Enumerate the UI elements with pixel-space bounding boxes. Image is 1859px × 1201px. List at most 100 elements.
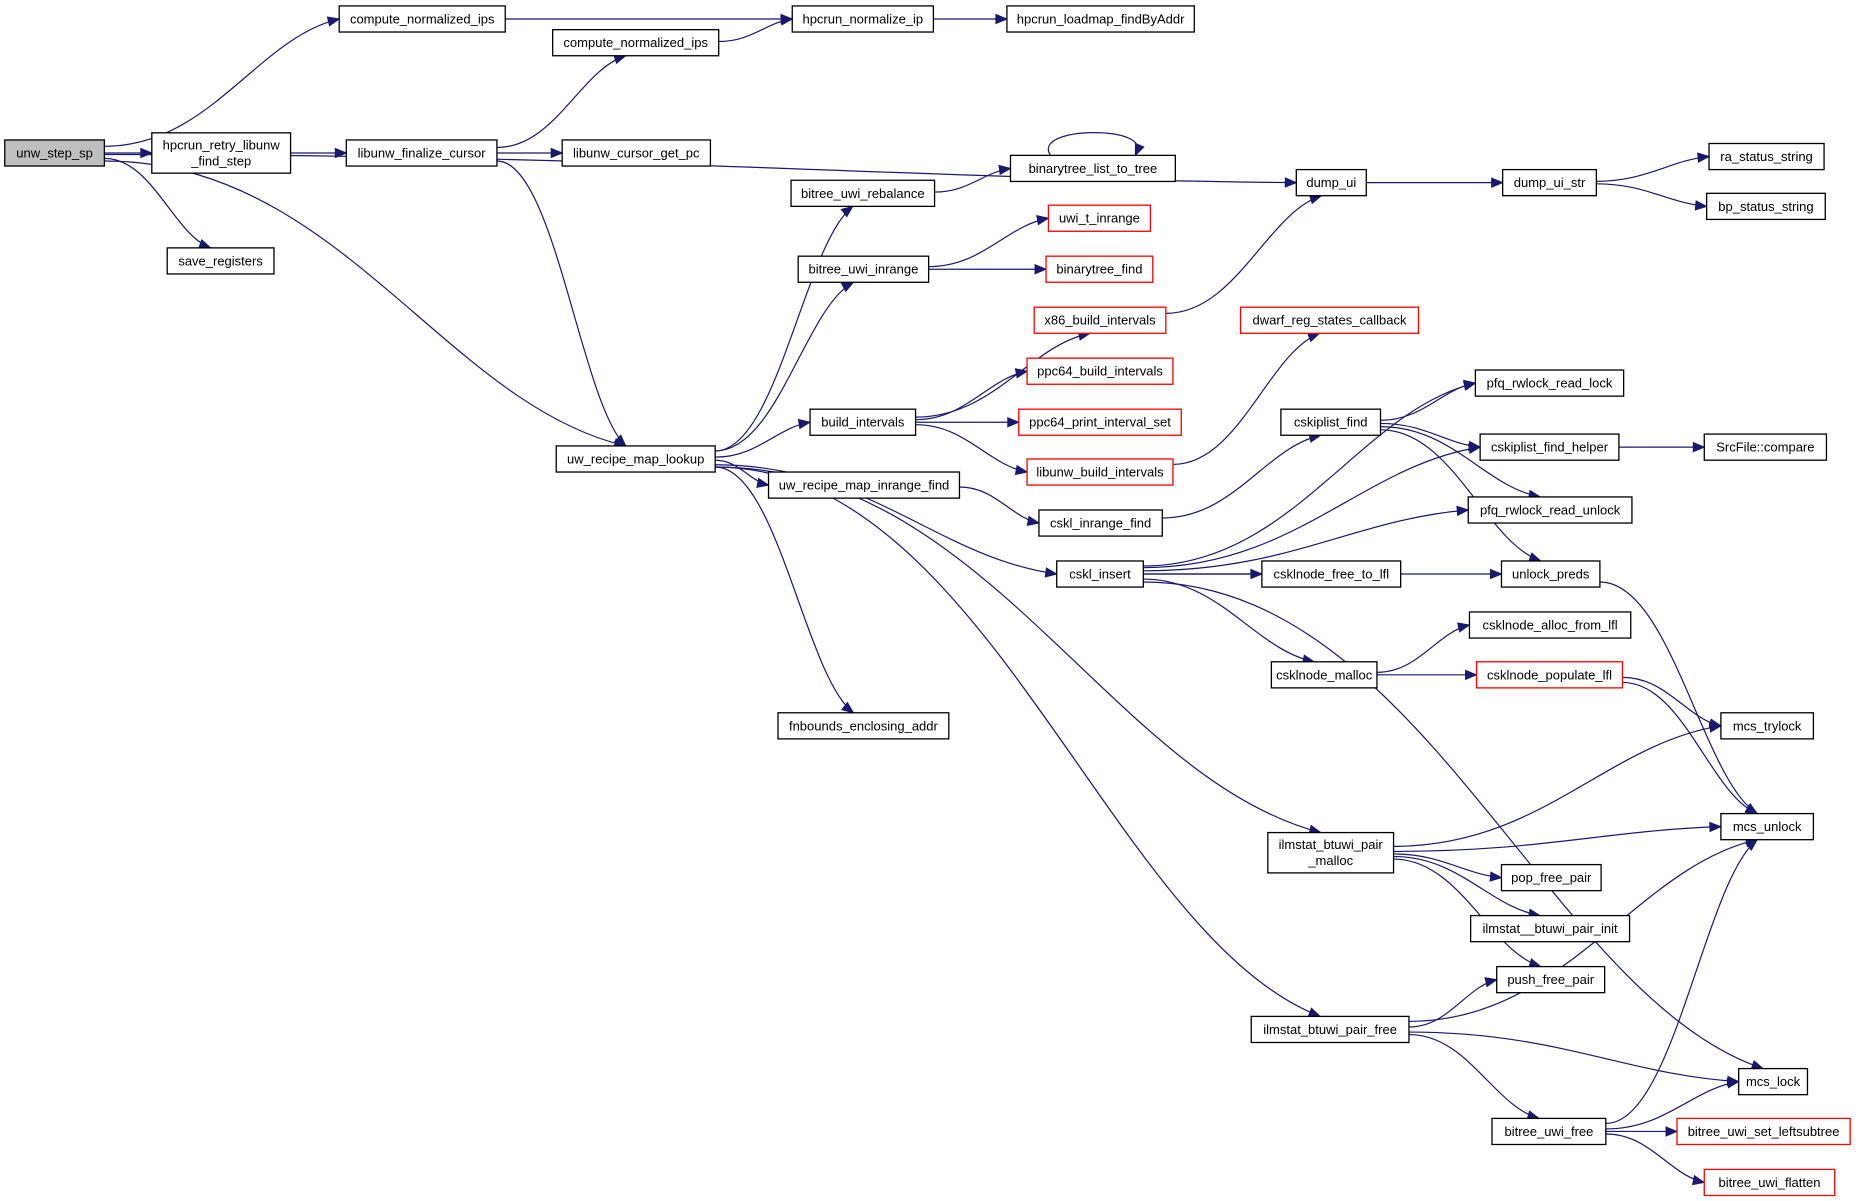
node-bitree-uwi-set-leftsubtree[interactable]: bitree_uwi_set_leftsubtree bbox=[1676, 1117, 1851, 1146]
node-label: bitree_uwi_free bbox=[1504, 1124, 1593, 1139]
edge-hpcrun-normalize-ip-to-hpcrun-loadmap-findbyaddr bbox=[933, 13, 1009, 25]
edge-unw-step-sp-to-uw-recipe-map-lookup bbox=[104, 160, 627, 449]
node-label: ppc64_print_interval_set bbox=[1029, 415, 1171, 430]
node-uw-recipe-map-lookup[interactable]: uw_recipe_map_lookup bbox=[555, 445, 716, 473]
edge-bitree-uwi-free-to-bitree-uwi-flatten bbox=[1605, 1133, 1706, 1186]
node-cni2[interactable]: compute_normalized_ips bbox=[552, 28, 720, 57]
node-csklnode-free-to-lfl[interactable]: csklnode_free_to_lfl bbox=[1261, 560, 1402, 588]
node-label: cskiplist_find_helper bbox=[1491, 440, 1609, 455]
node-csklnode-alloc-from-lfl[interactable]: csklnode_alloc_from_lfl bbox=[1468, 611, 1632, 639]
node-csklnode-populate-lfl[interactable]: csklnode_populate_lfl bbox=[1475, 661, 1624, 689]
node-cni1[interactable]: compute_normalized_ips bbox=[338, 5, 506, 33]
node-bitree-uwi-flatten[interactable]: bitree_uwi_flatten bbox=[1703, 1168, 1836, 1197]
node-ppc64-build-intervals[interactable]: ppc64_build_intervals bbox=[1026, 357, 1174, 385]
edge-line bbox=[915, 332, 1091, 418]
node-dump-ui-str[interactable]: dump_ui_str bbox=[1502, 168, 1598, 197]
node-box bbox=[1703, 433, 1828, 461]
node-x86-build-intervals[interactable]: x86_build_intervals bbox=[1033, 306, 1167, 334]
node-box bbox=[809, 408, 917, 436]
edge-ilmstat-btuwi-pair-malloc-to-pop-free-pair bbox=[1393, 853, 1503, 882]
node-hpcrun-normalize-ip[interactable]: hpcrun_normalize_ip bbox=[791, 5, 935, 33]
node-build-intervals[interactable]: build_intervals bbox=[809, 408, 917, 436]
node-bp-status-string[interactable]: bp_status_string bbox=[1706, 192, 1826, 221]
arrowhead-icon bbox=[1307, 1007, 1322, 1018]
node-label: dump_ui_str bbox=[1514, 175, 1586, 190]
node-srcfile-compare[interactable]: SrcFile::compare bbox=[1703, 433, 1828, 461]
node-binarytree-find[interactable]: binarytree_find bbox=[1045, 255, 1154, 283]
arrowhead-icon bbox=[550, 147, 564, 159]
node-cskiplist-find-helper[interactable]: cskiplist_find_helper bbox=[1479, 433, 1620, 461]
node-unlock-preds[interactable]: unlock_preds bbox=[1500, 560, 1601, 588]
node-uwi-t-inrange[interactable]: uwi_t_inrange bbox=[1047, 204, 1152, 232]
node-save-registers[interactable]: save_registers bbox=[166, 247, 275, 275]
edge-build-intervals-to-ppc64-build-intervals bbox=[915, 368, 1029, 421]
edge-uw-recipe-map-lookup-to-fnbounds-enclosing-addr bbox=[715, 466, 855, 714]
node-mcs-lock[interactable]: mcs_lock bbox=[1738, 1067, 1809, 1096]
node-label: compute_normalized_ips bbox=[563, 35, 708, 50]
node-bitree-uwi-inrange[interactable]: bitree_uwi_inrange bbox=[797, 255, 930, 283]
node-pfq-rwlock-read-lock[interactable]: pfq_rwlock_read_lock bbox=[1474, 369, 1625, 397]
edge-line bbox=[104, 18, 340, 147]
arrowhead-icon bbox=[780, 15, 794, 26]
node-label: ppc64_build_intervals bbox=[1037, 364, 1163, 379]
edge-line bbox=[1393, 855, 1541, 917]
node-bitree-uwi-rebalance[interactable]: bitree_uwi_rebalance bbox=[790, 179, 936, 208]
node-mcs-trylock[interactable]: mcs_trylock bbox=[1720, 712, 1815, 740]
edge-dump-ui-to-dump-ui-str bbox=[1366, 177, 1504, 188]
node-ilmstat-btuwi-pair-init[interactable]: ilmstat__btuwi_pair_init bbox=[1469, 914, 1631, 943]
node-libunw-finalize-cursor[interactable]: libunw_finalize_cursor bbox=[345, 139, 498, 167]
edge-uw-recipe-map-lookup-to-bitree-uwi-rebalance bbox=[715, 205, 854, 452]
node-unw-step-sp[interactable]: unw_step_sp bbox=[4, 139, 106, 167]
edge-line bbox=[1162, 434, 1321, 519]
edge-line bbox=[1143, 581, 1764, 1070]
node-pop-free-pair[interactable]: pop_free_pair bbox=[1500, 863, 1602, 892]
node-label: x86_build_intervals bbox=[1044, 313, 1156, 328]
edge-bitree-uwi-free-to-mcs-lock bbox=[1605, 1078, 1740, 1130]
node-cskl-insert[interactable]: cskl_insert bbox=[1056, 560, 1144, 588]
node-hpcrun-loadmap-findbyaddr[interactable]: hpcrun_loadmap_findByAddr bbox=[1006, 5, 1195, 33]
node-hpcrun-retry[interactable]: hpcrun_retry_libunw_find_step bbox=[151, 132, 292, 174]
edge-line bbox=[1143, 446, 1481, 569]
edge-cskl-insert-to-csklnode-malloc bbox=[1143, 578, 1316, 665]
edge-libunw-finalize-cursor-to-libunw-cursor-get-pc bbox=[496, 147, 564, 159]
node-label: hpcrun_retry_libunw bbox=[163, 137, 281, 152]
node-csklnode-malloc[interactable]: csklnode_malloc bbox=[1270, 661, 1378, 689]
edge-uw-recipe-map-inrange-find-to-cskl-inrange-find bbox=[959, 486, 1041, 526]
node-box bbox=[1496, 965, 1606, 994]
node-cskl-inrange-find[interactable]: cskl_inrange_find bbox=[1038, 509, 1163, 537]
node-ilmstat-btuwi-pair-malloc[interactable]: ilmstat_btuwi_pair_malloc bbox=[1267, 831, 1395, 874]
node-libunw-build-intervals[interactable]: libunw_build_intervals bbox=[1026, 458, 1174, 486]
node-label: cskl_insert bbox=[1069, 567, 1131, 582]
arrowhead-icon bbox=[1692, 441, 1706, 453]
node-bitree-uwi-free[interactable]: bitree_uwi_free bbox=[1491, 1117, 1607, 1146]
edge-line bbox=[1393, 826, 1721, 853]
node-box bbox=[1261, 560, 1402, 588]
node-box bbox=[1706, 192, 1826, 221]
node-binarytree-list-to-tree[interactable]: binarytree_list_to_tree bbox=[1009, 154, 1176, 183]
edge-x86-build-intervals-to-dump-ui bbox=[1165, 194, 1323, 314]
node-ppc64-print-interval-set[interactable]: ppc64_print_interval_set bbox=[1018, 408, 1182, 436]
node-box bbox=[1708, 142, 1825, 171]
edge-ilmstat-btuwi-pair-malloc-to-mcs-trylock bbox=[1393, 722, 1723, 847]
node-push-free-pair[interactable]: push_free_pair bbox=[1496, 965, 1606, 994]
node-ilmstat-btuwi-pair-free[interactable]: ilmstat_btuwi_pair_free bbox=[1250, 1015, 1410, 1044]
node-uw-recipe-map-inrange-find[interactable]: uw_recipe_map_inrange_find bbox=[767, 471, 961, 499]
edge-line bbox=[934, 167, 1011, 193]
edge-line bbox=[1393, 853, 1502, 879]
node-dwarf-reg-states-callback[interactable]: dwarf_reg_states_callback bbox=[1239, 306, 1420, 334]
node-mcs-unlock[interactable]: mcs_unlock bbox=[1720, 812, 1815, 841]
node-libunw-cursor-get-pc[interactable]: libunw_cursor_get_pc bbox=[561, 139, 712, 167]
node-ra-status-string[interactable]: ra_status_string bbox=[1708, 142, 1825, 171]
node-box bbox=[1491, 1117, 1607, 1146]
edge-line bbox=[1380, 426, 1541, 498]
node-fnbounds-enclosing-addr[interactable]: fnbounds_enclosing_addr bbox=[777, 712, 950, 740]
node-dump-ui[interactable]: dump_ui bbox=[1295, 168, 1367, 197]
node-label: binarytree_list_to_tree bbox=[1029, 161, 1158, 176]
node-pfq-rwlock-read-unlock[interactable]: pfq_rwlock_read_unlock bbox=[1467, 496, 1633, 524]
node-label: uwi_t_inrange bbox=[1059, 211, 1140, 226]
node-label: _malloc bbox=[1307, 853, 1353, 868]
node-box bbox=[1026, 357, 1174, 385]
node-box bbox=[1500, 863, 1602, 892]
node-label: libunw_cursor_get_pc bbox=[573, 145, 700, 160]
node-cskiplist-find[interactable]: cskiplist_find bbox=[1280, 408, 1382, 436]
